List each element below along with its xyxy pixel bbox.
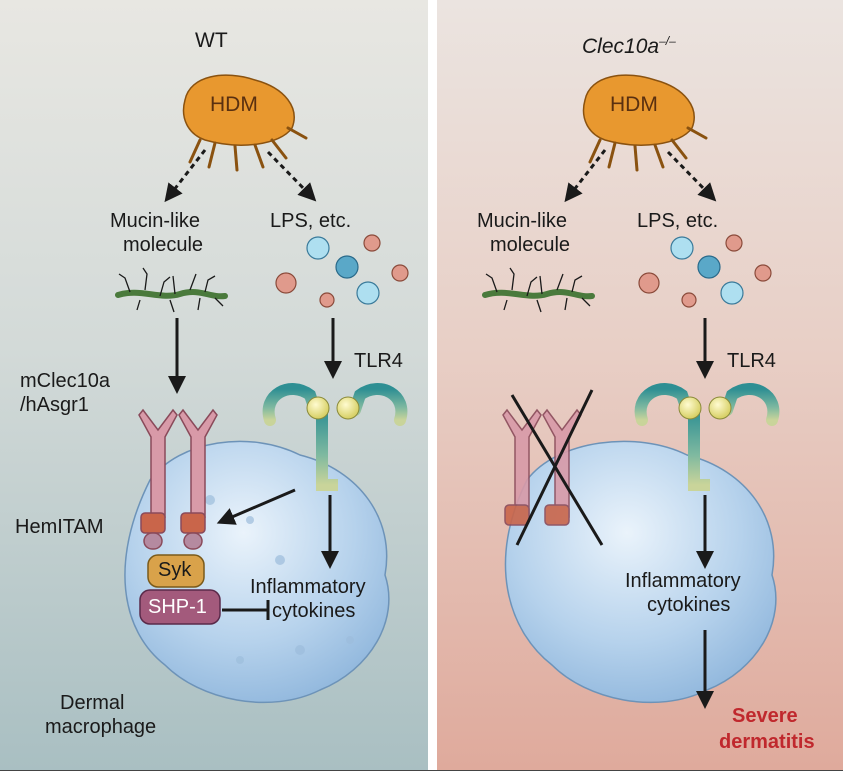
cytokines-label-1: Inflammatory [250, 576, 366, 598]
cytokines-label-2: cytokines [272, 600, 356, 622]
dashed-arrow-mucin [564, 149, 607, 203]
shp1-box [139, 589, 221, 625]
hdm-label: HDM [610, 93, 658, 116]
ko-title-sup: –/– [659, 34, 676, 48]
outcome-label-2: dermatitis [719, 731, 815, 753]
mucin-molecule-icon [115, 267, 228, 313]
dashed-arrow-lps [666, 150, 717, 202]
clec10a-receptor-icon [138, 408, 218, 550]
dashed-arrow-lps [266, 150, 317, 202]
ko-title-main: Clec10a [582, 35, 660, 58]
lps-particles [275, 234, 409, 308]
mucin-label-2: molecule [490, 234, 571, 256]
tlr4-label: TLR4 [727, 350, 776, 372]
lps-label: LPS, etc. [270, 210, 352, 232]
shp1-label: SHP-1 [148, 596, 207, 618]
hdm-mite-icon [182, 74, 308, 172]
tlr4-label: TLR4 [354, 350, 403, 372]
bottom-border [0, 770, 843, 777]
mucin-label-2: molecule [123, 234, 204, 256]
arrow-tlr4-hemitam [216, 488, 296, 525]
mucin-molecule-icon [482, 267, 595, 313]
outcome-label-1: Severe [732, 705, 798, 727]
wt-panel: WT HDM Mucin-like molecule LPS, etc. mCl… [0, 0, 428, 770]
lps-label: LPS, etc. [637, 210, 719, 232]
clec10a-receptor-knockout-icon [502, 408, 582, 526]
macrophage-cell [504, 440, 777, 704]
wt-diagram [115, 74, 409, 704]
wt-title: WT [195, 29, 228, 52]
hdm-mite-icon [582, 74, 708, 172]
cell-label-1: Dermal [60, 692, 125, 714]
dashed-arrow-mucin [164, 149, 207, 203]
cross-out-line [510, 394, 604, 546]
cell-dots [167, 495, 354, 664]
lps-particles [638, 234, 772, 308]
hemitam-label: HemITAM [15, 516, 104, 538]
mucin-label-1: Mucin-like [477, 210, 568, 232]
cell-label-2: macrophage [45, 716, 157, 738]
mucin-label-1: Mucin-like [110, 210, 201, 232]
syk-box [147, 554, 205, 588]
ko-panel: Clec10a–/– HDM Mucin-like molecule LPS, … [437, 0, 843, 770]
cytokines-label-1: Inflammatory [625, 570, 741, 592]
syk-label: Syk [158, 559, 192, 581]
tlr4-receptor-icon [634, 383, 780, 491]
receptor-label-2: /hAsgr1 [20, 394, 89, 416]
hdm-label: HDM [210, 93, 258, 116]
ko-title: Clec10a–/– [582, 30, 676, 58]
receptor-label-1: mClec10a [20, 370, 111, 392]
ko-diagram [482, 74, 780, 709]
cytokines-label-2: cytokines [647, 594, 731, 616]
tlr4-receptor-icon [262, 383, 408, 491]
